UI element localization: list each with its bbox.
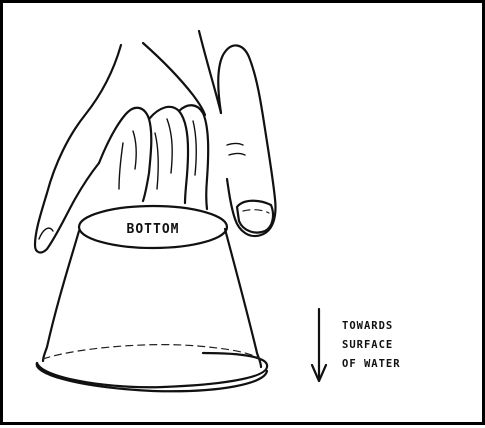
caption-line-3: OF WATER xyxy=(342,358,401,370)
thumb xyxy=(218,45,275,236)
hand-illustration xyxy=(35,31,275,252)
thumb-nail-edge xyxy=(243,210,269,213)
index-finger-nail xyxy=(39,228,53,239)
cup-right-side xyxy=(225,229,261,367)
ring-finger-detail xyxy=(167,119,172,173)
middle-finger-detail xyxy=(133,131,136,169)
cup-rim-back-dashed xyxy=(43,345,261,359)
index-finger xyxy=(35,45,121,252)
middle-finger xyxy=(99,108,151,201)
hand-back xyxy=(143,43,205,115)
cup-bottom-label: BOTTOM xyxy=(127,222,180,237)
caption-line-1: TOWARDS xyxy=(342,320,393,332)
direction-arrow xyxy=(312,309,326,381)
knuckle-crease-2 xyxy=(229,154,245,156)
thumb-nail xyxy=(237,201,273,233)
little-finger-detail xyxy=(193,121,196,175)
middle-finger-detail-2 xyxy=(119,143,123,189)
cup-left-side xyxy=(43,231,79,361)
caption-line-2: SURFACE xyxy=(342,339,393,351)
knuckle-crease-1 xyxy=(227,144,243,146)
ring-finger-detail-2 xyxy=(155,133,158,189)
cup-diagram: BOTTOM TOWARDS SURFACE OF WATER xyxy=(3,3,485,428)
